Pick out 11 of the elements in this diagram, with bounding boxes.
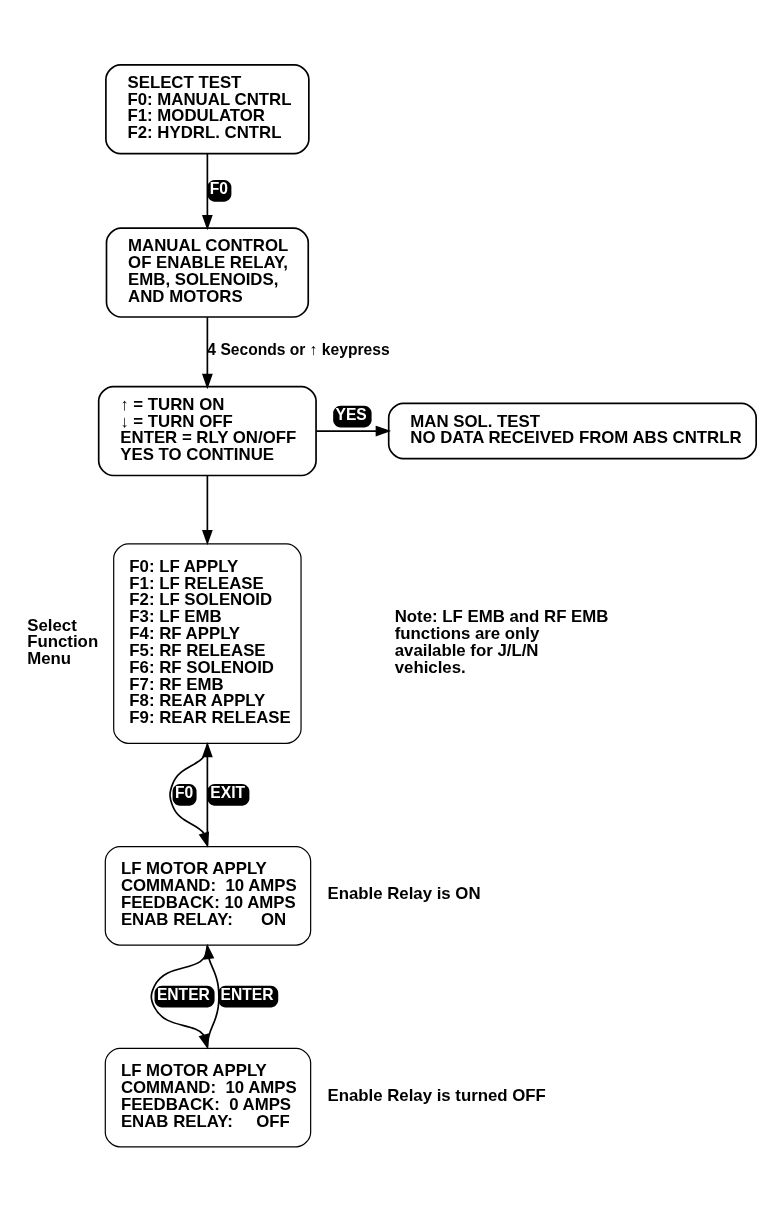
- edge-label: F0: [209, 179, 228, 197]
- edge-label: EXIT: [210, 783, 246, 801]
- label: Note: LF EMB and RF EMB functions are only available for J/L/N vehicles.: [394, 607, 609, 677]
- edge-label: ENTER: [220, 985, 274, 1003]
- edge-label: 4 Seconds or ↑ keypress: [207, 340, 390, 358]
- edge-label: F0: [174, 783, 194, 801]
- edge-label: YES: [335, 405, 367, 423]
- node-label: Enable Relay is ON: [327, 884, 481, 904]
- node-label: Enable Relay is turned OFF: [327, 1085, 546, 1105]
- node-label: Select Function Menu: [27, 615, 99, 669]
- edge-label: ENTER: [156, 985, 210, 1003]
